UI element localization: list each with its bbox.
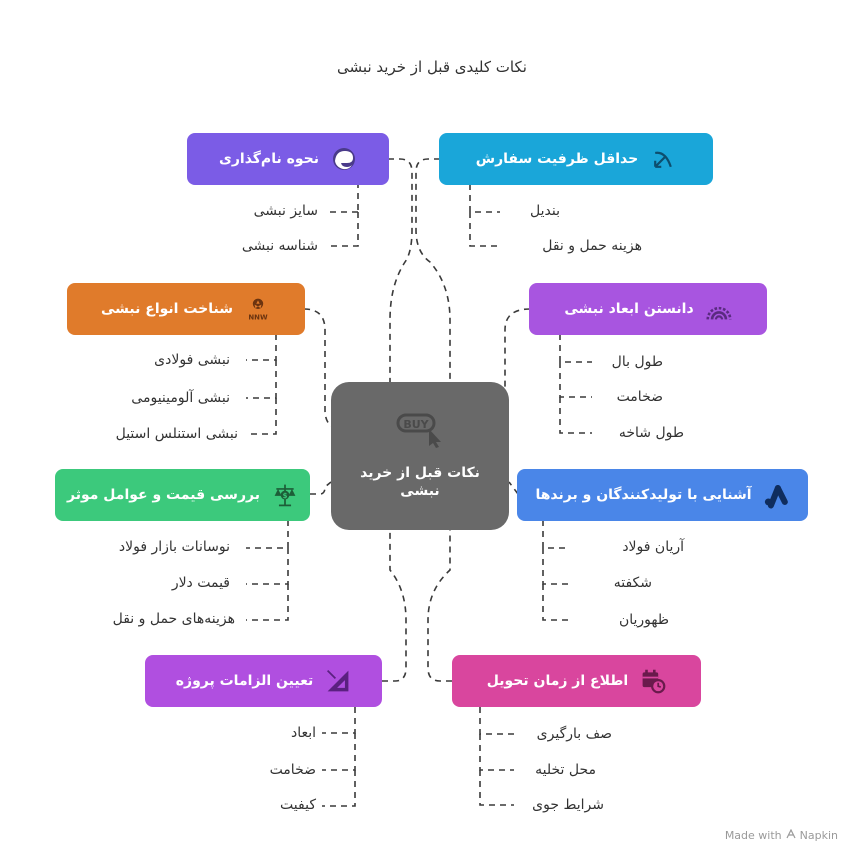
topic-naming-label: نحوه نام‌گذاری [219,151,319,167]
topic-requirements: تعیین الزامات پروژه [145,655,382,707]
price-item-2: قیمت دلار [171,575,230,591]
price-item-3: هزینه‌های حمل و نقل [112,611,235,627]
edge-swirl-icon [331,146,357,172]
nnw-badge-icon: NNW [245,296,271,322]
brands-item-1: آریان فولاد [622,539,684,555]
topic-min-order: حداقل ظرفیت سفارش [439,133,713,185]
topic-dimensions: دانستن ابعاد نبشی [529,283,767,335]
min-order-item-2: هزینه حمل و نقل [542,238,642,254]
topic-price: بررسی قیمت و عوامل موثر $ [55,469,310,521]
price-item-1: نوسانات بازار فولاد [118,539,230,555]
credit-text: Made with [724,829,782,842]
naming-item-1: سایز نبشی [253,203,318,219]
ads-logo-icon [764,482,790,509]
delivery-item-2: محل تخلیه [535,762,596,778]
topic-delivery-label: اطلاع از زمان تحویل [486,673,629,689]
min-order-item-1: بندیل [530,203,560,219]
dimensions-item-3: طول شاخه [618,425,684,441]
topic-requirements-label: تعیین الزامات پروژه [175,673,314,689]
brands-item-2: شکفته [613,575,652,591]
requirements-item-1: ابعاد [290,725,316,741]
dimensions-item-2: ضخامت [616,389,663,405]
svg-text:$: $ [283,492,288,500]
topic-types: شناخت انواع نبشی NNW [67,283,305,335]
calendar-clock-icon [640,668,666,694]
set-square-icon [325,668,351,694]
types-item-2: نبشی آلومینیومی [131,390,230,406]
center-label: نکات قبل از خرید نبشی [360,465,480,499]
diagram-title: نکات کلیدی قبل از خرید نبشی [337,58,527,76]
napkin-logo-icon [786,828,796,842]
topic-dimensions-label: دانستن ابعاد نبشی [564,301,694,317]
topic-brands: آشنایی با تولیدکنندگان و برندها [517,469,808,521]
types-item-1: نبشی فولادی [154,352,230,368]
topic-brands-label: آشنایی با تولیدکنندگان و برندها [535,487,752,503]
delivery-item-3: شرایط جوی [532,797,604,813]
arrow-arc-icon [650,146,676,172]
requirements-item-2: ضخامت [269,762,316,778]
center-node: BUY نکات قبل از خرید نبشی [331,382,509,530]
napkin-credit[interactable]: Made with Napkin [724,828,838,842]
topic-delivery: اطلاع از زمان تحویل [452,655,701,707]
buy-cursor-icon: BUY [395,412,445,452]
brands-item-3: ظهوریان [618,612,669,628]
topic-types-label: شناخت انواع نبشی [101,301,233,317]
rainbow-arch-icon [706,296,732,322]
price-scale-icon: $ [272,482,298,508]
requirements-item-3: کیفیت [280,797,316,813]
svg-text:NNW: NNW [248,313,268,321]
topic-price-label: بررسی قیمت و عوامل موثر [67,487,260,503]
credit-brand: Napkin [799,829,838,842]
types-item-3: نبشی استنلس استیل [115,426,238,442]
delivery-item-1: صف بارگیری [536,726,612,742]
svg-text:BUY: BUY [403,418,429,431]
topic-min-order-label: حداقل ظرفیت سفارش [475,151,639,167]
topic-naming: نحوه نام‌گذاری [187,133,389,185]
dimensions-item-1: طول بال [611,354,663,370]
naming-item-2: شناسه نبشی [241,238,318,254]
